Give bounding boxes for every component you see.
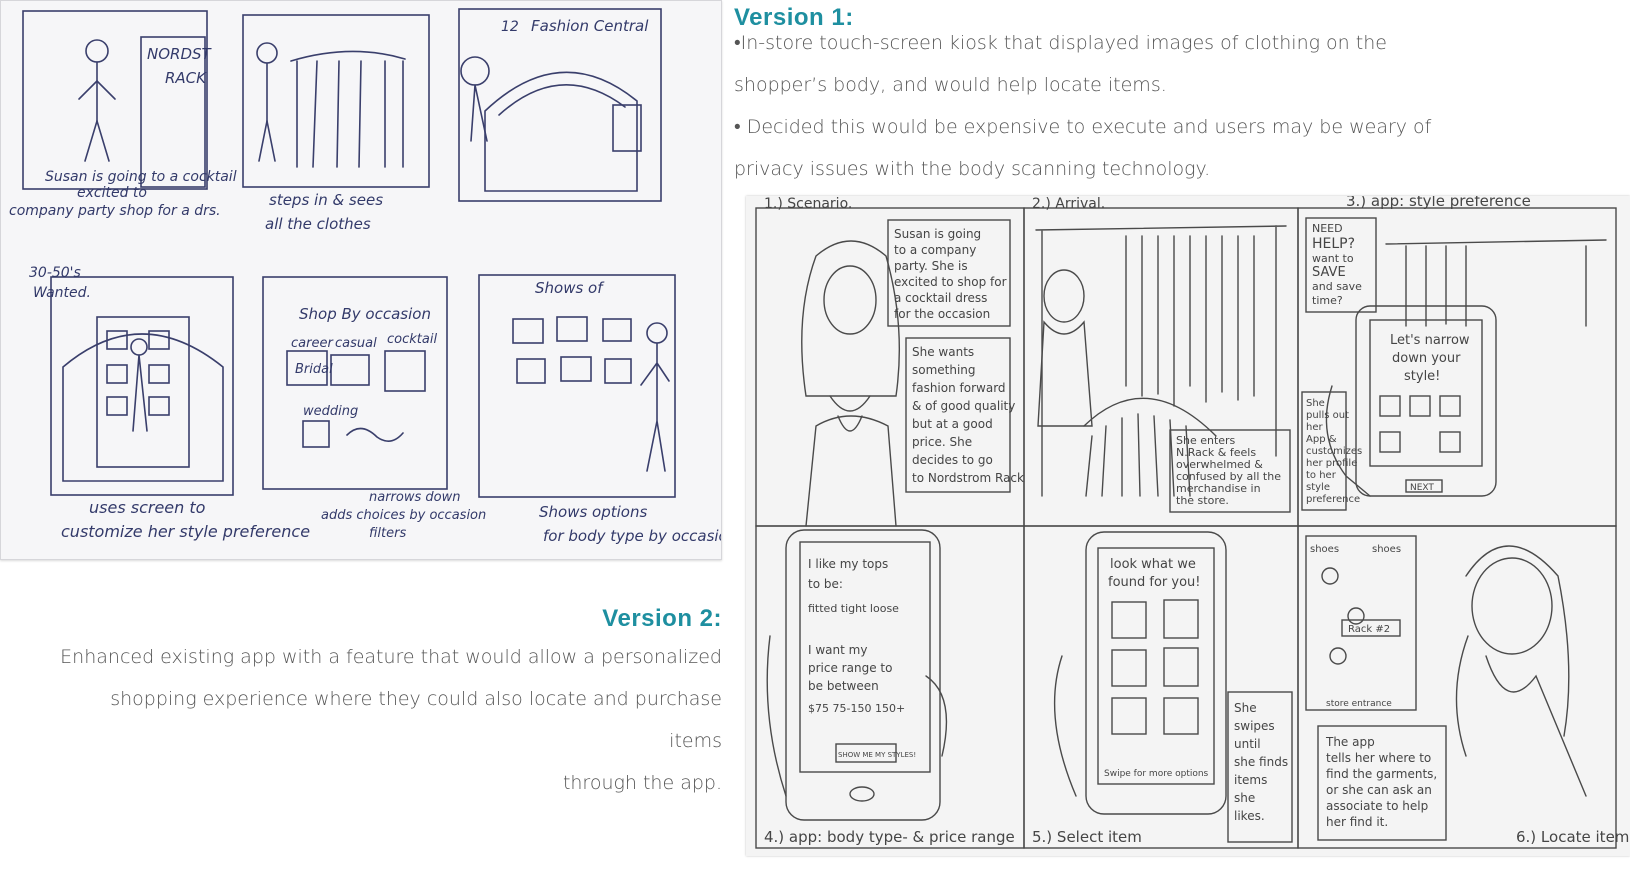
sketch-caption: Susan is going to a cocktail [45, 169, 237, 185]
storyboard-version-2: 1.) Scenario. 2.) Arrival. 3.) app: styl… [746, 192, 1630, 856]
sketch-label: career [291, 336, 334, 351]
version-2-description: Enhanced existing app with a feature tha… [60, 636, 722, 804]
panel-header: 3.) app: style preference [1346, 196, 1531, 210]
sketch-label: Wanted. [33, 285, 91, 301]
sketch-caption: for body type by occasion [543, 527, 721, 545]
version-1-title: Version 1: [734, 4, 854, 31]
sketch-panel-5 [262, 276, 448, 490]
sketch-caption: Shows options [539, 503, 647, 521]
sketch-caption: steps in & sees [269, 191, 383, 209]
sketch-caption: filters [369, 526, 406, 541]
sketch-label: wedding [303, 404, 358, 419]
sketch-panel-6 [478, 274, 676, 498]
panel-header: 5.) Select item [1032, 828, 1142, 846]
speech-bubble-text: She pulls out her App & customizes her p… [1306, 398, 1365, 505]
sketch-label: Fashion Central [531, 17, 649, 35]
store-map-label: shoes [1372, 544, 1401, 555]
sketch-caption: uses screen to [89, 498, 206, 517]
sketch-label: Shows of [535, 279, 605, 297]
version-2-title: Version 2: [602, 605, 722, 632]
sketch-caption: excited to [77, 185, 147, 201]
version-2-line: Enhanced existing app with a feature tha… [60, 646, 722, 668]
next-button-label: NEXT [1410, 483, 1434, 493]
speech-bubble-text: She enters N.Rack & feels overwhelmed & … [1176, 434, 1284, 507]
sketch-panel-2 [242, 14, 430, 188]
sketch-panel-4 [50, 276, 234, 496]
sketch-caption: narrows down [369, 490, 460, 505]
help-sign-text: NEED HELP? want to SAVE and save time? [1312, 222, 1365, 307]
store-map-label: Rack #2 [1348, 624, 1390, 635]
version-1-line: shopper’s body, and would help locate it… [734, 74, 1167, 96]
sketch-label: 12 [501, 19, 519, 35]
sketch-label: cocktail [387, 332, 437, 347]
sketch-label: RACK [165, 69, 207, 87]
sketch-label: casual [335, 336, 377, 351]
speech-bubble-text: Susan is going to a company party. She i… [894, 227, 1010, 321]
version-2-line: through the app. [562, 772, 722, 794]
sketch-label: Bridal [295, 362, 333, 377]
sketch-caption: customize her style preference [61, 522, 310, 541]
sketch-sheet-version-1: NORDST RACK 12 Fashion Central Susan is … [0, 0, 737, 560]
panel-header: 1.) Scenario. [764, 196, 852, 212]
sketch-caption: company party shop for a drs. [9, 203, 221, 219]
show-styles-button-label: SHOW ME MY STYLES! [838, 751, 916, 759]
storyboard-drawing: 1.) Scenario. 2.) Arrival. 3.) app: styl… [755, 192, 1630, 849]
panel-header: 2.) Arrival. [1032, 196, 1105, 212]
panel-header: 6.) Locate item. [1516, 828, 1630, 846]
version-1-line: privacy issues with the body scanning te… [734, 158, 1211, 180]
speech-bubble-text: She swipes until she finds items she lik… [1234, 701, 1292, 823]
version-2-line: shopping experience where they could als… [110, 688, 722, 752]
sketch-caption: all the clothes [265, 215, 371, 233]
sketch-label: 30-50's [29, 265, 81, 281]
phone-screen-text: look what we found for you! [1108, 557, 1201, 590]
sketch-label: NORDST [147, 45, 213, 63]
store-map-label: store entrance [1326, 699, 1392, 709]
speech-bubble-text: She wants something fashion forward & of… [912, 345, 1024, 485]
storyboard-panel-6 [1297, 525, 1617, 849]
panel-header: 4.) app: body type- & price range [764, 828, 1015, 846]
speech-bubble-text: The app tells her where to find the garm… [1325, 735, 1441, 829]
phone-screen-text: I like my tops to be: fitted tight loose… [808, 557, 905, 715]
phone-screen-text: Let's narrow down your style! [1390, 333, 1474, 384]
sketch-panel-1 [22, 10, 208, 190]
version-1-line: • Decided this would be expensive to exe… [734, 116, 1432, 138]
swipe-footer-text: Swipe for more options [1104, 769, 1209, 779]
sketch-label: Shop By occasion [299, 305, 431, 323]
sketch-drawing-version-1: NORDST RACK 12 Fashion Central Susan is … [9, 8, 737, 545]
store-map-label: shoes [1310, 544, 1339, 555]
version-1-description: •In-store touch-screen kiosk that displa… [734, 22, 1434, 190]
sketch-caption: adds choices by occasion [321, 508, 486, 523]
version-1-line: •In-store touch-screen kiosk that displa… [734, 32, 1387, 54]
storyboard-panel-4 [755, 525, 1025, 849]
sketch-panel-3 [458, 8, 662, 202]
